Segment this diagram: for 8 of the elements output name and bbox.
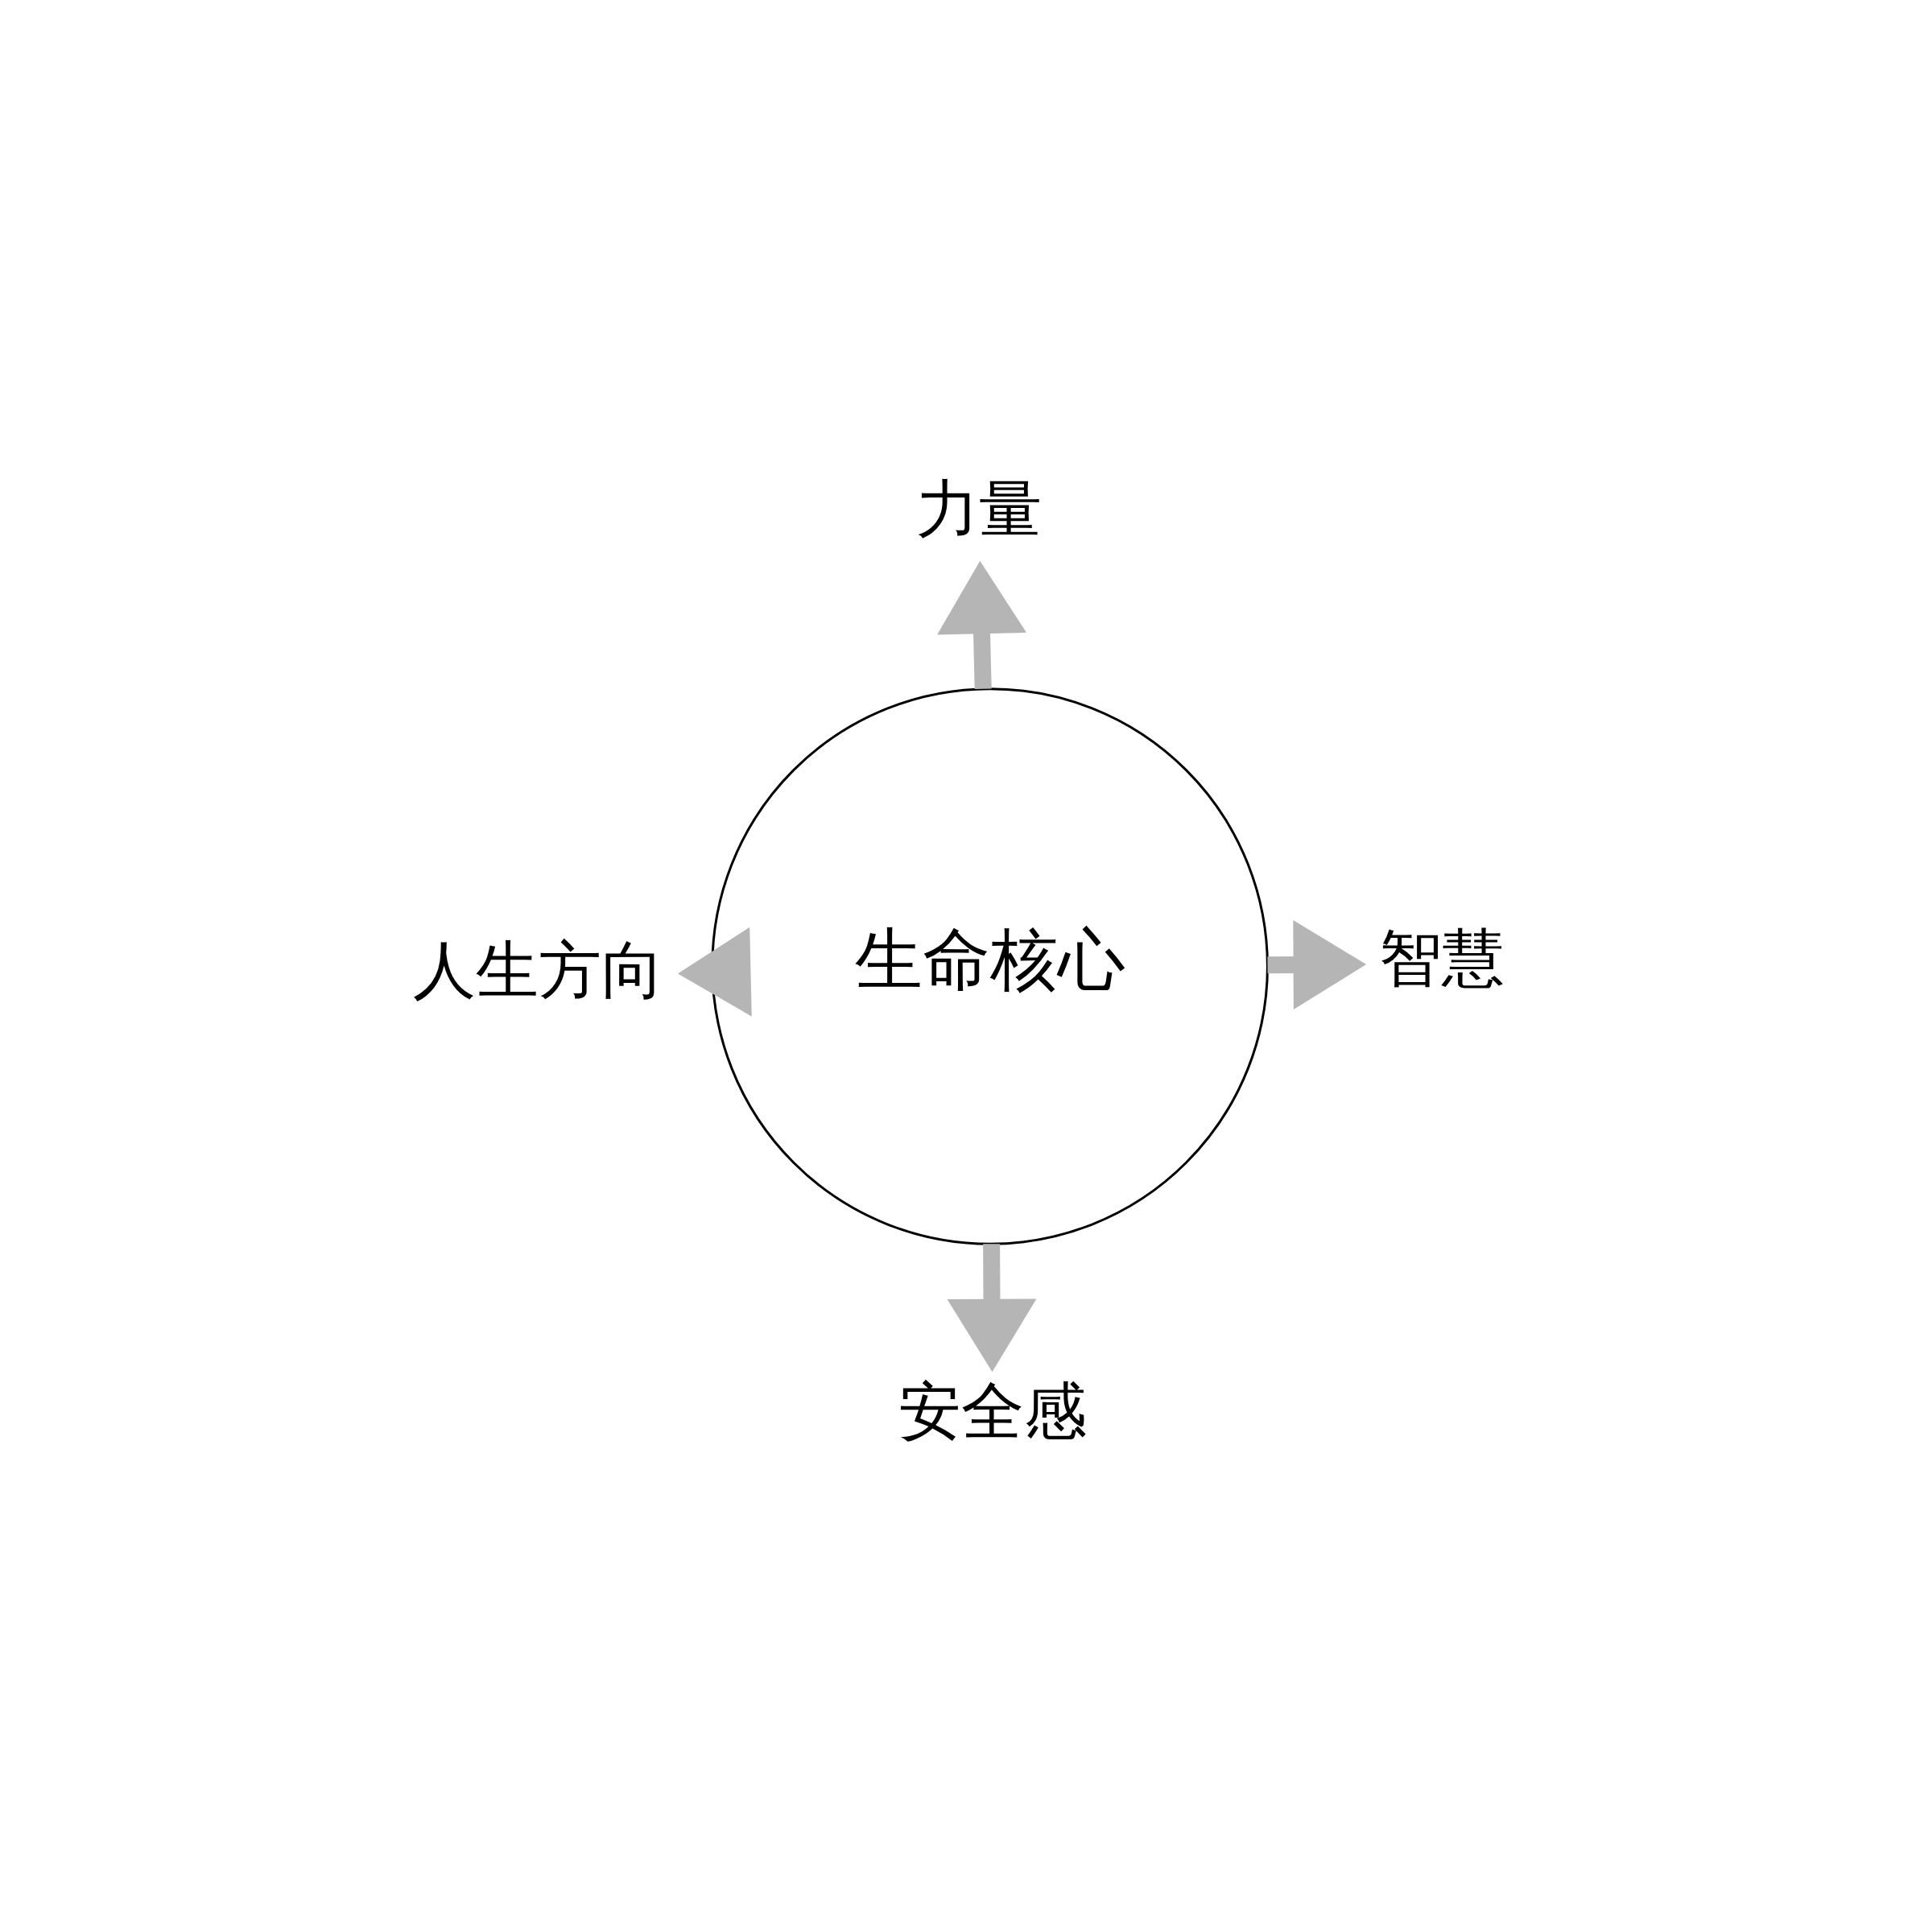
arrow (937, 560, 1026, 689)
node-text: 力量 (915, 472, 1042, 545)
node-text: 安全感 (898, 1374, 1087, 1447)
arrow (947, 1243, 1037, 1372)
node-text: 人生方向 (412, 933, 664, 1006)
arrow (1267, 919, 1367, 1009)
arrow (677, 927, 752, 1017)
node-text: 智慧 (1378, 921, 1505, 994)
